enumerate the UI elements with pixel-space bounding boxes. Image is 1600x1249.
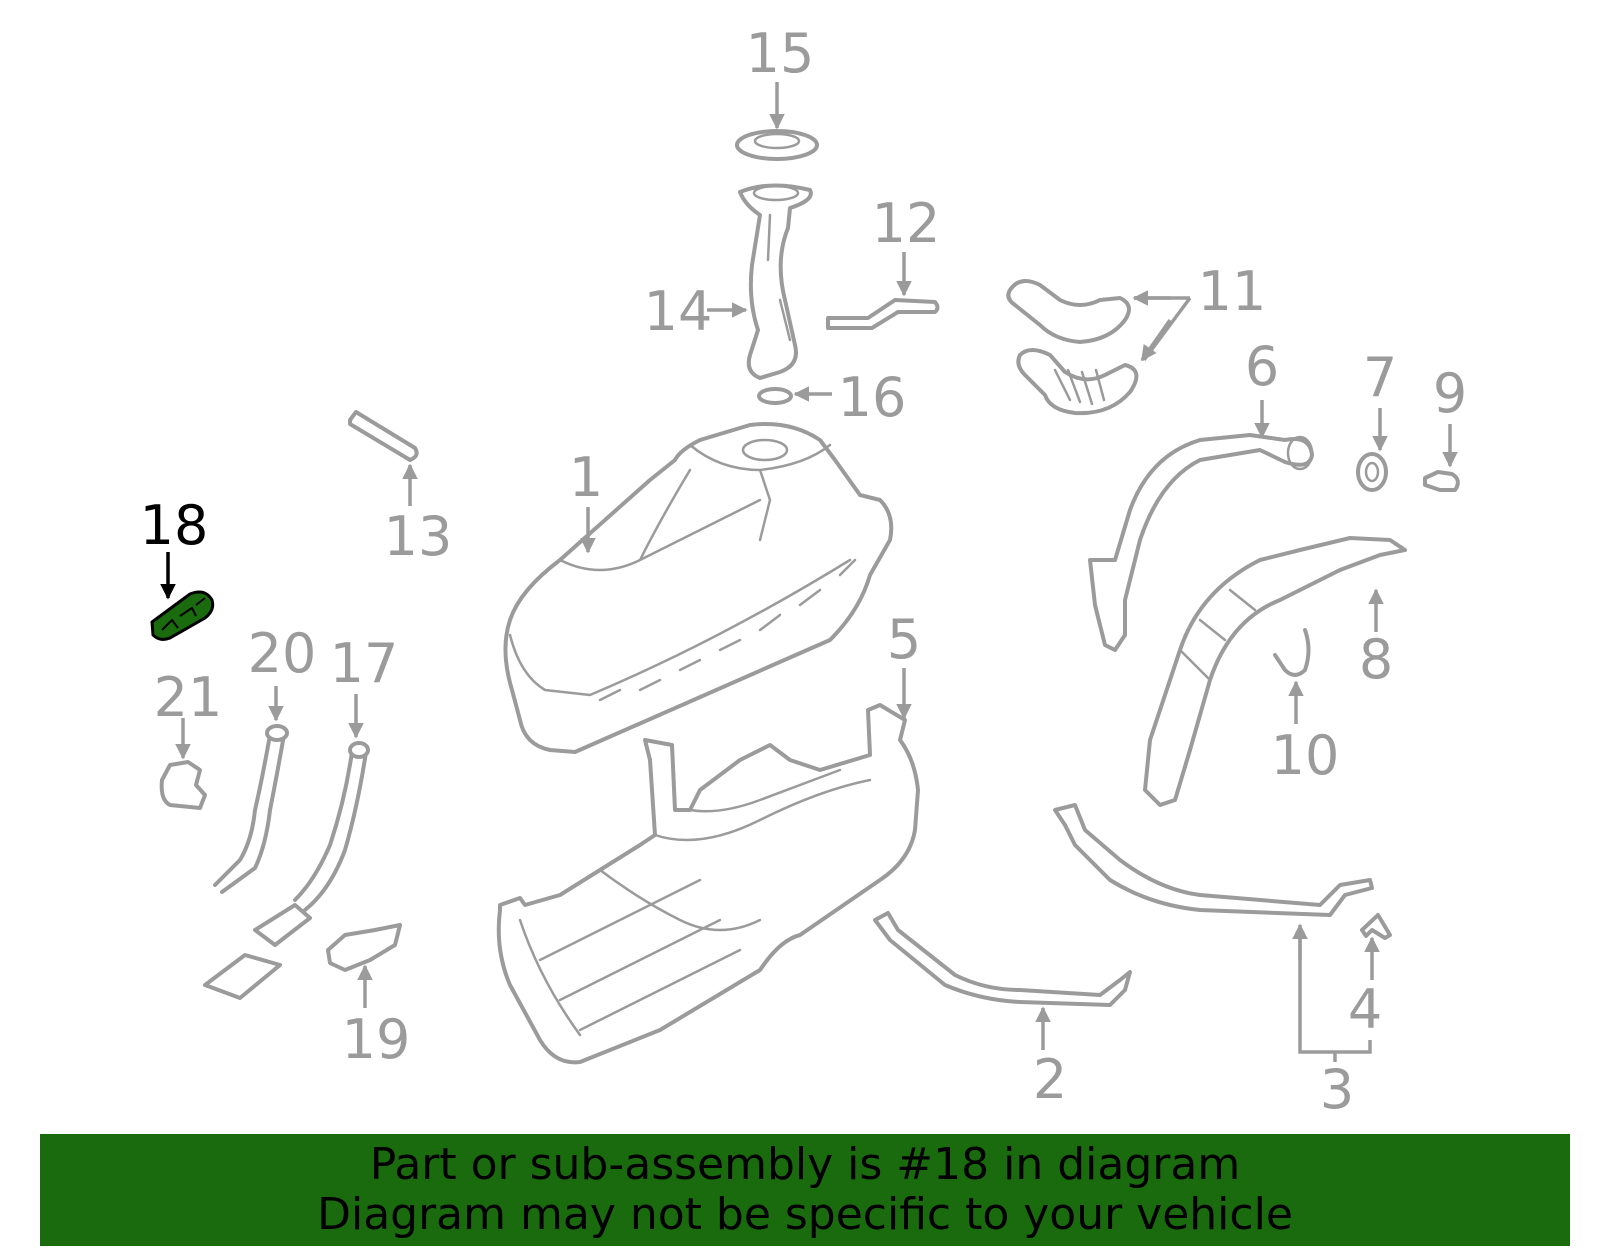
- banner-line-disclaimer: Diagram may not be specific to your vehi…: [317, 1189, 1293, 1240]
- part-17-pump-hose[interactable]: [203, 741, 370, 1000]
- callout-17[interactable]: 17: [330, 632, 399, 695]
- callout-7[interactable]: 7: [1363, 346, 1397, 409]
- part-5-skid-plate[interactable]: [496, 703, 920, 1065]
- part-6-bracket[interactable]: [1088, 433, 1314, 652]
- callout-6[interactable]: 6: [1245, 335, 1279, 398]
- callout-12[interactable]: 12: [872, 192, 941, 255]
- part-4-clip[interactable]: [1360, 913, 1392, 940]
- callout-3[interactable]: 3: [1320, 1058, 1354, 1121]
- parts-diagram: 15 14 16 12 13 1 5 11 6 7 9 8 10 4 3 2 1…: [140, 22, 1468, 1121]
- part-3-strap[interactable]: [1053, 803, 1374, 917]
- callout-13[interactable]: 13: [384, 505, 453, 568]
- part-18-highlighted[interactable]: [150, 590, 215, 641]
- part-2-strap[interactable]: [873, 911, 1132, 1007]
- callout-10[interactable]: 10: [1271, 724, 1340, 787]
- callout-14[interactable]: 14: [644, 280, 713, 343]
- part-21-clamp[interactable]: [159, 760, 207, 810]
- callout-20[interactable]: 20: [248, 622, 317, 685]
- callout-19[interactable]: 19: [342, 1008, 411, 1071]
- callout-5[interactable]: 5: [887, 608, 921, 671]
- callout-2[interactable]: 2: [1033, 1048, 1067, 1111]
- part-11-hoses[interactable]: [1006, 279, 1139, 416]
- banner-line-part: Part or sub-assembly is #18 in diagram: [369, 1139, 1241, 1190]
- part-16-o-ring[interactable]: [757, 387, 793, 405]
- callout-11[interactable]: 11: [1198, 260, 1267, 323]
- part-10-hook[interactable]: [1273, 628, 1311, 677]
- leader-3-bracket: [1298, 930, 1372, 1062]
- callout-8[interactable]: 8: [1359, 628, 1393, 691]
- part-8-heat-shield[interactable]: [1143, 536, 1407, 807]
- part-15-seal[interactable]: [735, 129, 819, 161]
- info-banner: Part or sub-assembly is #18 in diagram D…: [40, 1134, 1570, 1246]
- callout-9[interactable]: 9: [1433, 362, 1467, 425]
- callout-21[interactable]: 21: [154, 666, 223, 729]
- part-9-clip[interactable]: [1423, 470, 1460, 492]
- callout-18[interactable]: 18: [140, 494, 209, 557]
- callout-1[interactable]: 1: [569, 446, 603, 509]
- part-7-grommet[interactable]: [1356, 452, 1388, 492]
- part-1-fuel-tank[interactable]: [503, 422, 894, 754]
- callout-15[interactable]: 15: [746, 22, 815, 85]
- callout-4[interactable]: 4: [1348, 978, 1382, 1041]
- part-20-hose[interactable]: [213, 724, 289, 894]
- leader-11b: [1140, 318, 1172, 362]
- part-12-vent-tube[interactable]: [826, 298, 940, 330]
- part-19-sender[interactable]: [326, 923, 402, 972]
- part-13-hose[interactable]: [348, 410, 419, 462]
- part-14-filler-neck[interactable]: [738, 183, 813, 380]
- callout-16[interactable]: 16: [838, 366, 907, 429]
